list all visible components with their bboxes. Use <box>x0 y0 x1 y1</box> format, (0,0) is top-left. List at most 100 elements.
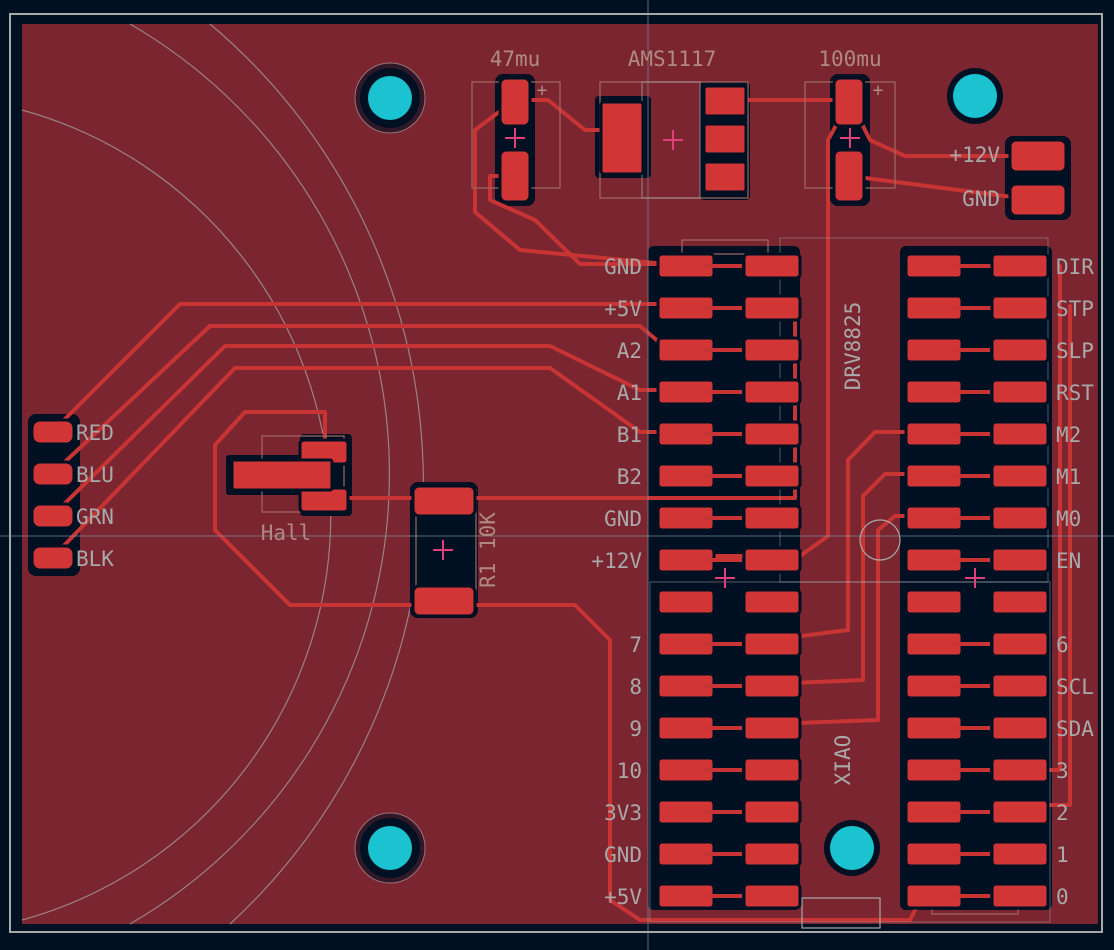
header-pad <box>656 588 716 616</box>
hall-label: Hall <box>261 521 312 545</box>
header-pads <box>656 252 1050 910</box>
header-pad <box>904 798 964 826</box>
header-pad <box>742 630 802 658</box>
header-pad <box>990 504 1050 532</box>
right-pin-label: M1 <box>1056 465 1081 489</box>
power-labels: +12V GND <box>949 143 1000 211</box>
left-pin-label: A1 <box>617 381 642 405</box>
left-pin-label: +5V <box>604 297 642 321</box>
header-pad <box>742 504 802 532</box>
header-pad <box>742 798 802 826</box>
rotated-labels: DRV8825 XIAO R1 10K <box>476 302 865 786</box>
right-pin-label: M2 <box>1056 423 1081 447</box>
header-pad <box>742 546 802 574</box>
header-pad <box>904 840 964 868</box>
power-12v-label: +12V <box>949 143 1000 167</box>
right-pin-label: SLP <box>1056 339 1094 363</box>
header-pad <box>904 504 964 532</box>
motor-label-red: RED <box>76 421 114 445</box>
header-pad <box>904 420 964 448</box>
left-pin-label: A2 <box>617 339 642 363</box>
header-pad <box>990 336 1050 364</box>
header-pad <box>904 462 964 490</box>
header-pad <box>742 882 802 910</box>
header-pad <box>742 336 802 364</box>
left-pin-label: +12V <box>591 549 642 573</box>
header-pad <box>904 756 964 784</box>
motor-label-grn: GRN <box>76 505 114 529</box>
left-pin-label: B1 <box>617 423 642 447</box>
header-pad <box>742 588 802 616</box>
header-pad <box>904 672 964 700</box>
left-pin-label: B2 <box>617 465 642 489</box>
header-pad <box>742 672 802 700</box>
left-pin-label: GND <box>604 843 642 867</box>
header-pad <box>990 672 1050 700</box>
left-pin-label: GND <box>604 255 642 279</box>
header-pad <box>990 588 1050 616</box>
right-pin-label: RST <box>1056 381 1094 405</box>
left-pin-label: 7 <box>629 633 642 657</box>
driver-label: DRV8825 <box>841 302 865 391</box>
right-pin-label: SDA <box>1056 717 1094 741</box>
left-pin-label: 8 <box>629 675 642 699</box>
right-pin-label: 2 <box>1056 801 1069 825</box>
header-pad <box>904 588 964 616</box>
header-pad <box>990 756 1050 784</box>
motor-label-blu: BLU <box>76 463 114 487</box>
mcu-label: XIAO <box>831 735 855 786</box>
cap-left-plus: + <box>537 80 548 101</box>
header-pad <box>904 630 964 658</box>
resistor-label: R1 10K <box>476 512 500 588</box>
header-pad <box>742 420 802 448</box>
cap-left-label: 47mu <box>490 47 541 71</box>
header-pad <box>904 882 964 910</box>
cap-right-label: 100mu <box>818 47 881 71</box>
header-pad <box>742 462 802 490</box>
header-pad <box>904 546 964 574</box>
header-pad <box>742 756 802 784</box>
mounting-holes <box>354 62 1003 884</box>
header-pad <box>990 630 1050 658</box>
header-pad <box>904 252 964 280</box>
right-pin-label: EN <box>1056 549 1081 573</box>
component-labels: 47mu AMS1117 100mu Hall + + <box>261 47 884 545</box>
right-pin-label: STP <box>1056 297 1094 321</box>
header-pad <box>990 462 1050 490</box>
right-pin-label: 6 <box>1056 633 1069 657</box>
power-gnd-label: GND <box>962 187 1000 211</box>
right-pin-label: DIR <box>1056 255 1094 279</box>
header-pad <box>742 714 802 742</box>
header-pad <box>904 378 964 406</box>
header-pad <box>904 294 964 322</box>
right-pin-label: 0 <box>1056 885 1069 909</box>
crosshair-markers <box>433 128 985 588</box>
header-pad <box>904 336 964 364</box>
header-pad <box>990 252 1050 280</box>
header-pad <box>742 378 802 406</box>
component-pads <box>30 76 1068 618</box>
header-pad <box>990 420 1050 448</box>
left-pin-label: +5V <box>604 885 642 909</box>
header-pad <box>742 294 802 322</box>
right-pin-label: 3 <box>1056 759 1069 783</box>
header-pad <box>904 714 964 742</box>
header-pad <box>990 546 1050 574</box>
header-pad <box>742 252 802 280</box>
left-pin-label: GND <box>604 507 642 531</box>
right-pin-label: SCL <box>1056 675 1094 699</box>
left-pin-label: 10 <box>617 759 642 783</box>
cap-right-plus: + <box>873 80 884 101</box>
left-pin-label: 9 <box>629 717 642 741</box>
header-pad <box>742 840 802 868</box>
motor-labels: RED BLU GRN BLK <box>76 421 114 571</box>
right-pin-label: M0 <box>1056 507 1081 531</box>
motor-label-blk: BLK <box>76 547 114 571</box>
header-pad <box>990 294 1050 322</box>
header-pad <box>990 378 1050 406</box>
header-pad <box>990 714 1050 742</box>
left-pin-label: 3V3 <box>604 801 642 825</box>
